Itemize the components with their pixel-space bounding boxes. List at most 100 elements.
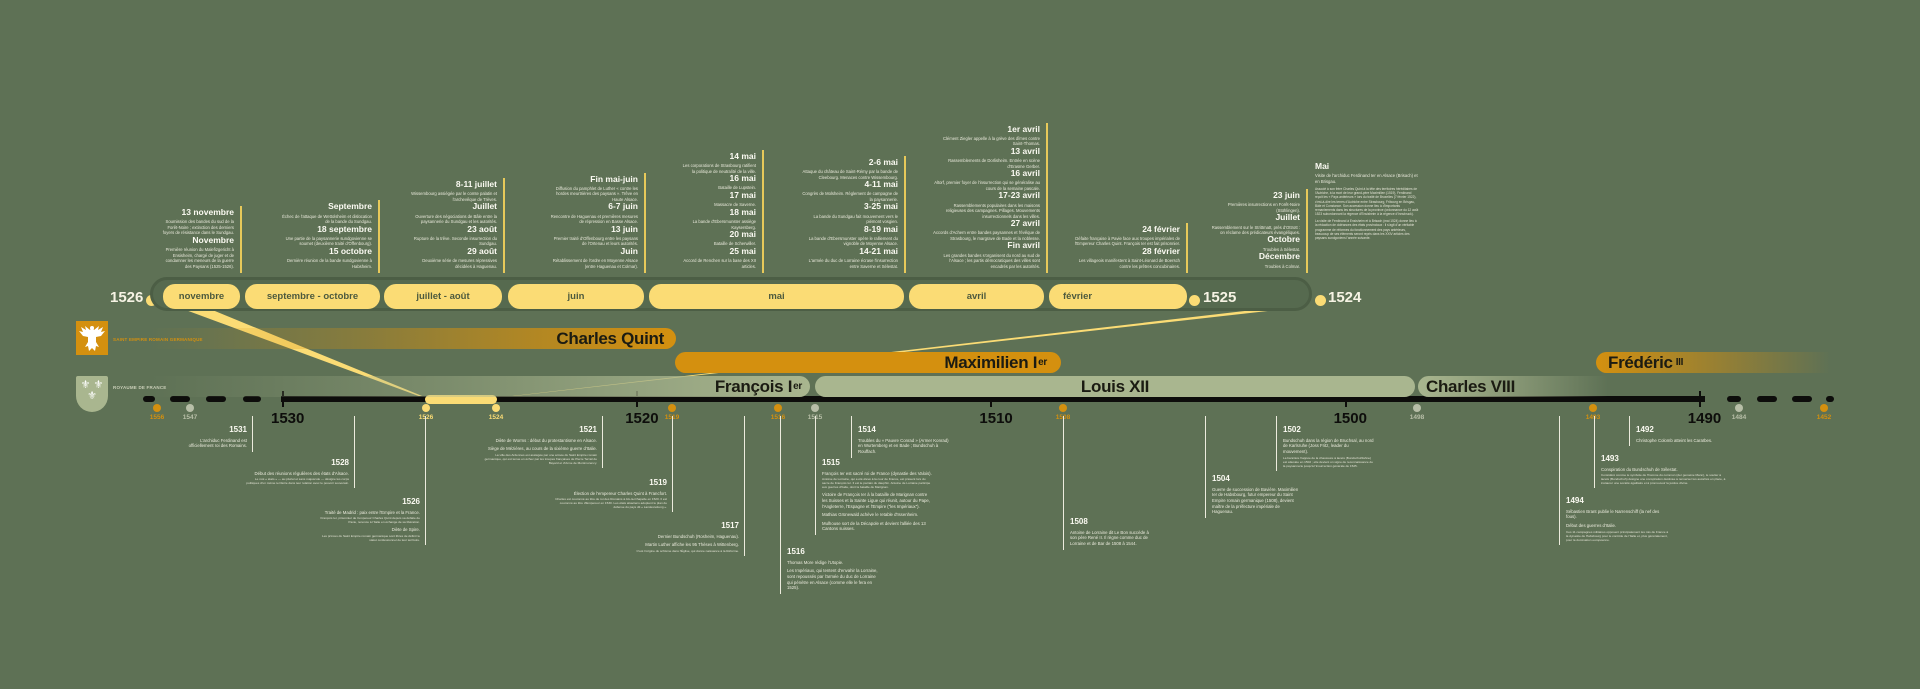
axis-tick [1698,391,1701,407]
event-detail: La ville des Ardennes est assiégée par u… [484,452,597,465]
marker-year: 1493 [1585,414,1601,421]
event-text: Congrès de Molsheim. Règlement de campag… [802,191,898,202]
axis-dash [143,396,155,402]
event-text: Altorf, premier foyer de l'insurrection … [934,180,1040,191]
event-text: Ouverture des négociations de Bâle entre… [415,213,497,225]
axis-dash [1757,396,1777,402]
marker-dot[interactable] [1413,404,1421,412]
month-pill-juin[interactable]: juin [508,284,644,309]
event-detail: La visite de Ferdinand à Ensisheim et à … [1315,219,1417,240]
event-date: 13 avril [1010,145,1040,156]
axis-dash [243,396,261,402]
event-date: Fin avril [1007,240,1040,251]
event-text: Thomas More rédige l'Utopie. [787,559,844,565]
month-pill-septembre-octobre[interactable]: septembre - octobre [245,284,380,309]
month-pill-fevrier[interactable]: février [1049,284,1187,309]
event-date: 23 juin [1273,189,1300,200]
month-pill-juillet-aout[interactable]: juillet - août [384,284,502,309]
marker-dot[interactable] [492,404,500,412]
event-text: Rupture de la trêve. Seconde insurrectio… [413,235,497,247]
event-date: Juillet [1275,212,1300,223]
marker-dot[interactable] [186,404,194,412]
marker-dot[interactable] [153,404,161,412]
event-text: Dernière réunion de la bande sundgovienn… [287,258,372,269]
ruler-name: Louis XII [1080,376,1150,396]
axis-tick [282,391,284,407]
ruler-bar-charles-viii[interactable]: Charles VIII [1418,376,1608,397]
focus-period-highlight[interactable] [425,395,497,404]
marker-dot[interactable] [1059,404,1067,412]
event-year: 1521 [579,425,597,434]
event-text: Rencontre de Haguenau et premières mesur… [550,213,638,225]
event-date: 2-6 mai [868,156,898,167]
ruler-bar-louis-xii[interactable]: Louis XII [815,376,1415,397]
event-date: 18 septembre [317,223,372,234]
marker-dot[interactable] [1820,404,1828,412]
marker-dot[interactable] [1589,404,1597,412]
event-detail: Antoine de Lorraine, qui a été élevé à l… [822,477,931,490]
event-text: Troubles du « Pauvre Conrad » (Armer Kon… [858,437,949,454]
event-date: 20 mai [729,228,756,239]
event-date: 16 mai [729,173,756,184]
month-pill-mai[interactable]: mai [649,284,904,309]
month-pill-novembre[interactable]: novembre [163,284,240,309]
event-text: Mulhouse sort de la Décapole et devient … [822,520,926,532]
event-date: 23 août [467,223,497,234]
event-date: Décembre [1258,251,1300,262]
marker-year: 1484 [1731,414,1747,421]
marker-dot[interactable] [1735,404,1743,412]
axis-year-label: 1500 [1333,410,1367,427]
marker-dot[interactable] [811,404,819,412]
event-date: 13 novembre [181,207,234,218]
ruler-bar-charles-quint[interactable]: Charles Quint [150,328,676,349]
month-pill-avril[interactable]: avril [909,284,1044,309]
event-text: Les corporations de Strasbourg ratifient… [682,163,756,174]
event-text: Troubles à Sélestat. [1262,246,1300,252]
event-date: 27 avril [1010,218,1040,229]
marker-dot[interactable] [422,404,430,412]
event-text: Rassemblements populaires dans les maiso… [945,202,1040,219]
timeline-start-year: 1526 [110,289,144,306]
event-date: 17-23 avril [998,190,1040,201]
event-year: 1502 [1283,425,1301,434]
event-text: Rassemblement sur le Strittmatt, près d'… [1211,224,1300,235]
event-text: Traité de Madrid : paix entre l'Empire e… [324,509,420,515]
event-text: L'armée du duc de Lorraine écrase l'insu… [808,258,898,269]
event-detail: Ces 11 campagnes militaires opposent pri… [1566,529,1669,542]
event-text: Une partie de la paysannerie sundgovienn… [285,235,372,247]
axis-year-label: 1490 [1687,410,1722,427]
ruler-name: Maximilien I [944,352,1038,372]
marker-dot[interactable] [774,404,782,412]
event-text: Bundschuh dans la région de Bruchsal, au… [1283,437,1374,454]
event-text: La bande d'Ebersmunster opère le ralliem… [808,235,898,247]
event-text: Victoire de François Ier à la bataille d… [822,492,930,509]
event-date: Septembre [328,201,372,212]
ruler-name: Charles VIII [1426,376,1515,396]
marker-dot[interactable] [668,404,676,412]
event-text: Troubles à Colmar. [1264,263,1300,269]
axis-dash [206,396,226,402]
event-date: Novembre [192,234,234,245]
